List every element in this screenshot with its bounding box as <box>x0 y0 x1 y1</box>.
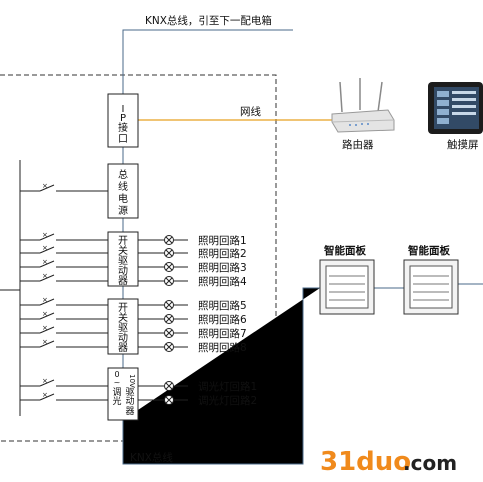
svg-text:×: × <box>42 377 48 385</box>
circuit-label: 照明回路5 <box>198 299 247 312</box>
svg-text:关: 关 <box>118 244 128 257</box>
lamp-icon <box>164 262 174 272</box>
router-label: 路由器 <box>342 138 374 151</box>
switch-driver-2-text: 开 关 驱 动 器 <box>118 303 128 354</box>
svg-text:~: ~ <box>114 378 121 387</box>
circuit-label: 照明回路4 <box>198 275 247 288</box>
svg-text:驱: 驱 <box>118 255 128 267</box>
svg-text:口: 口 <box>118 134 128 145</box>
svg-text:关: 关 <box>118 311 128 324</box>
svg-text:×: × <box>42 272 48 280</box>
lamp-icon <box>164 300 174 310</box>
lamp-icon <box>164 395 174 405</box>
touchscreen-icon <box>428 82 483 134</box>
svg-text:×: × <box>42 244 48 252</box>
svg-text:×: × <box>42 231 48 239</box>
ip-interface-box <box>107 93 139 148</box>
panel-2-label: 智能面板 <box>407 244 450 257</box>
svg-text:电: 电 <box>118 192 128 205</box>
lamp-icon <box>164 342 174 352</box>
top-knx-bus-line <box>122 29 293 94</box>
lamp-icon <box>164 328 174 338</box>
switch-driver-1-box <box>107 231 139 287</box>
svg-text:接: 接 <box>118 121 128 134</box>
bus-power-text: 总 线 电 源 <box>118 168 128 217</box>
dimmer-driver-text: 0 ~ 10V 调 光 驱 动 器 <box>112 370 136 417</box>
svg-text:驱: 驱 <box>118 322 128 334</box>
lamp-icon <box>164 276 174 286</box>
lamp-icons <box>164 235 174 405</box>
lamp-leads <box>174 239 188 401</box>
svg-text:0: 0 <box>114 370 119 379</box>
dimming-circuit-label: 调光灯回路1 <box>198 380 257 393</box>
network-label: 网线 <box>240 105 261 118</box>
breaker-marks: × × × × × × × × × × × <box>42 182 48 399</box>
svg-text:调: 调 <box>112 387 121 398</box>
svg-text:动: 动 <box>118 332 128 344</box>
feeder-busbar <box>0 160 21 416</box>
svg-text:动: 动 <box>125 396 134 407</box>
svg-text:开: 开 <box>118 303 128 314</box>
watermark-logo: 31duo .com <box>320 447 457 477</box>
dimming-circuit-label: 调光灯回路2 <box>198 394 257 407</box>
svg-text:×: × <box>42 338 48 346</box>
circuit-label: 照明回路6 <box>198 313 247 326</box>
svg-text:.com: .com <box>403 451 457 475</box>
ip-interface-text: I P 接 口 <box>118 104 128 145</box>
svg-text:线: 线 <box>118 180 128 193</box>
breaker-feeds <box>20 184 108 401</box>
bus-power-box <box>107 163 139 219</box>
dimmer-driver-box <box>107 367 139 421</box>
touchscreen-label: 触摸屏 <box>447 138 479 151</box>
bottom-bus-label: KNX总线 <box>130 451 173 464</box>
top-bus-label: KNX总线，引至下一配电箱 <box>145 14 272 27</box>
svg-text:31duo: 31duo <box>320 447 411 477</box>
lamp-icon <box>164 248 174 258</box>
circuit-label: 照明回路1 <box>198 234 247 247</box>
panel-1-label: 智能面板 <box>323 244 366 257</box>
svg-text:驱: 驱 <box>125 387 134 398</box>
switch-driver-2-box <box>107 298 139 355</box>
svg-text:I: I <box>122 104 125 115</box>
svg-text:动: 动 <box>118 265 128 277</box>
svg-text:×: × <box>42 310 48 318</box>
circuit-label: 照明回路8 <box>198 341 247 354</box>
lighting-outputs <box>138 239 164 401</box>
svg-text:×: × <box>42 258 48 266</box>
svg-text:器: 器 <box>118 275 128 287</box>
lamp-icon <box>164 235 174 245</box>
router-icon <box>331 78 395 133</box>
circuit-label: 照明回路2 <box>198 247 247 260</box>
svg-text:×: × <box>42 296 48 304</box>
switch-driver-1-text: 开 关 驱 动 器 <box>118 236 128 287</box>
svg-text:光: 光 <box>112 395 121 407</box>
svg-text:10V: 10V <box>128 374 136 388</box>
internal-bus <box>122 147 483 465</box>
circuit-label: 照明回路3 <box>198 261 247 274</box>
svg-text:×: × <box>42 391 48 399</box>
svg-text:器: 器 <box>118 342 128 354</box>
svg-text:P: P <box>120 113 126 124</box>
svg-text:×: × <box>42 182 48 190</box>
smart-panel-1 <box>319 259 375 315</box>
svg-text:开: 开 <box>118 236 128 247</box>
lamp-icon <box>164 381 174 391</box>
lamp-icon <box>164 314 174 324</box>
circuit-label: 照明回路7 <box>198 327 247 340</box>
smart-panel-2 <box>403 259 459 315</box>
svg-text:×: × <box>42 324 48 332</box>
svg-text:源: 源 <box>118 204 128 217</box>
svg-text:器: 器 <box>125 406 134 417</box>
svg-text:总: 总 <box>118 168 128 181</box>
